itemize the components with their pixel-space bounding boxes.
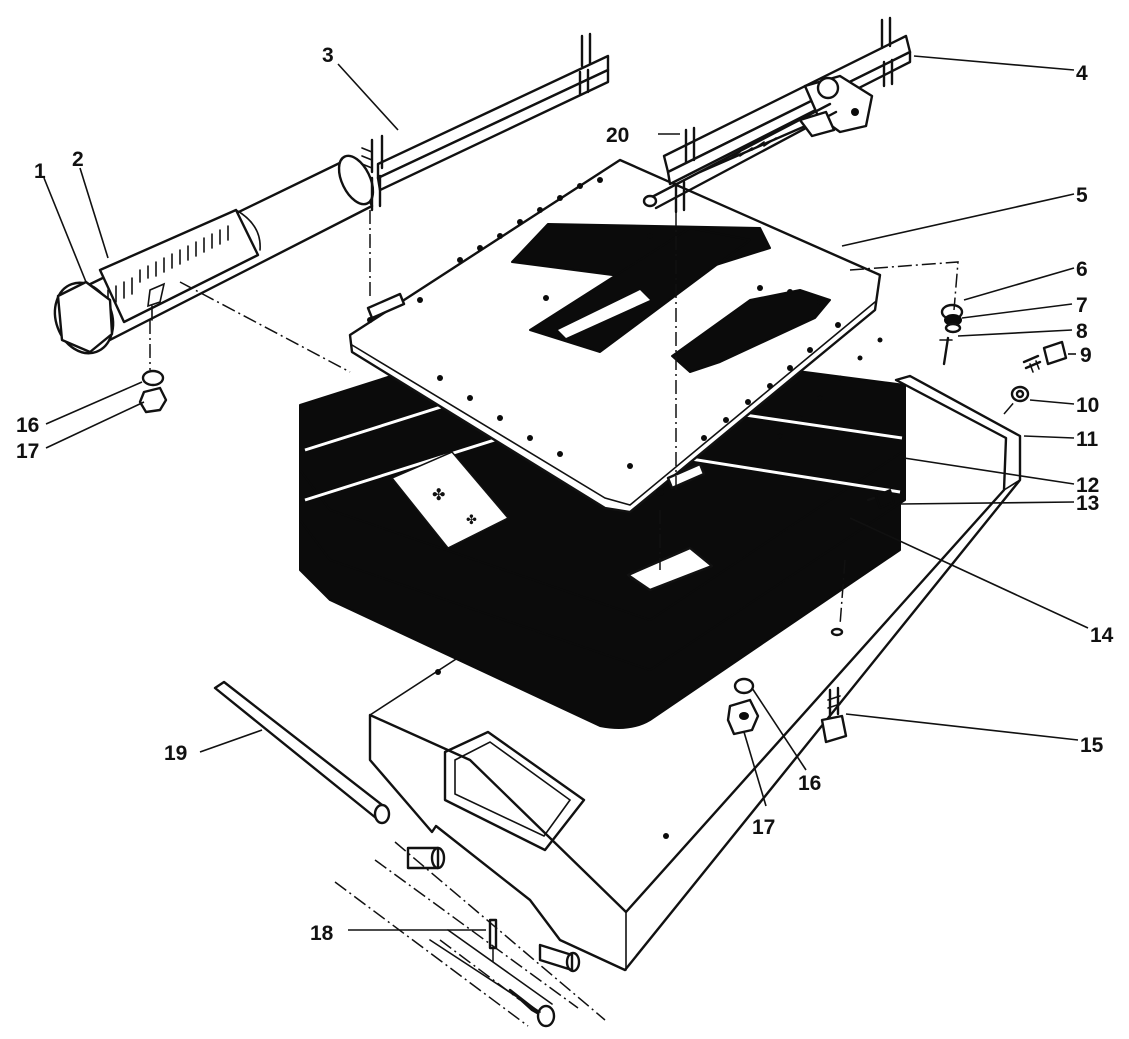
callout-8: 8 — [1076, 320, 1088, 343]
callout-labels: 1 2 3 4 5 6 7 8 9 10 11 12 13 14 15 16 1… — [16, 44, 1114, 945]
callout-7: 7 — [1076, 294, 1088, 317]
callout-18: 18 — [310, 922, 334, 945]
roll-assembly-parts-1-2 — [53, 154, 375, 355]
centerlines — [149, 210, 1017, 1027]
callout-13: 13 — [1076, 492, 1099, 515]
bottom-tray-part-11 — [368, 374, 1022, 973]
callout-2: 2 — [72, 148, 84, 171]
callout-17-left: 17 — [16, 440, 39, 463]
callout-9: 9 — [1080, 344, 1092, 367]
callout-3: 3 — [322, 44, 334, 67]
left-rail-part-3 — [361, 32, 610, 212]
callout-12: 12 — [1076, 474, 1099, 497]
callout-20: 20 — [606, 124, 629, 147]
callout-6: 6 — [1076, 258, 1088, 281]
callout-15: 15 — [1080, 734, 1104, 757]
callout-16-center: 16 — [798, 772, 821, 795]
callout-10: 10 — [1076, 394, 1099, 417]
callout-14: 14 — [1090, 624, 1114, 647]
callout-5: 5 — [1076, 184, 1088, 207]
hardware-items — [138, 303, 1068, 1028]
callout-1: 1 — [34, 160, 46, 183]
callout-16-left: 16 — [16, 414, 39, 437]
callout-17-center: 17 — [752, 816, 775, 839]
callout-19: 19 — [164, 742, 187, 765]
callout-4: 4 — [1076, 62, 1088, 85]
right-rail-part-4 — [642, 16, 912, 214]
callout-11: 11 — [1076, 428, 1099, 451]
top-plate-part-5 — [348, 158, 883, 514]
svg-text:✤: ✤ — [466, 513, 477, 528]
leader-lines — [43, 55, 1089, 931]
svg-text:✤: ✤ — [432, 485, 445, 504]
